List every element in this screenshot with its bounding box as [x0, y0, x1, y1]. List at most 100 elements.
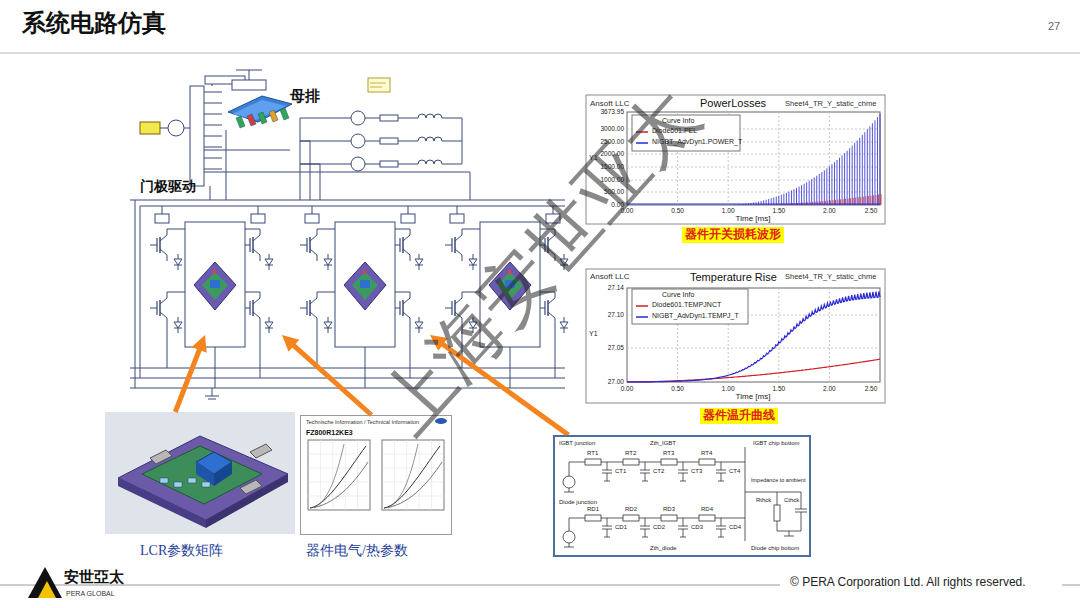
node-text: LCR参数矩阵 — [140, 543, 223, 559]
resistor-symbol — [699, 459, 715, 465]
curve — [864, 132, 865, 205]
curve — [880, 114, 881, 205]
curve — [793, 189, 794, 205]
igbt-symbol — [317, 255, 318, 261]
wire — [167, 324, 168, 368]
curve — [847, 151, 848, 205]
wire — [245, 229, 260, 230]
wire — [419, 254, 420, 259]
busbar-image — [280, 108, 289, 120]
arrow-head — [282, 335, 299, 352]
axis-tick: 27.14 — [608, 284, 624, 291]
axis-tick: 0.50 — [671, 207, 684, 214]
igbt-symbol — [410, 292, 411, 298]
curve — [821, 172, 822, 205]
grid-line — [308, 468, 370, 469]
wire — [204, 172, 470, 173]
node-text: 器件电气/热参数 — [306, 543, 408, 559]
chip — [202, 482, 210, 487]
wire — [328, 317, 329, 322]
module-block — [335, 222, 395, 347]
wire — [160, 128, 168, 129]
network-wire — [683, 473, 684, 481]
wire — [204, 125, 222, 126]
curve — [627, 204, 880, 205]
wire — [212, 388, 213, 396]
inductor-symbol — [418, 137, 442, 141]
igbt-symbol — [300, 308, 307, 309]
wire — [204, 150, 290, 151]
node-text: CD3 — [691, 524, 703, 531]
wire — [162, 206, 163, 214]
wire — [140, 206, 141, 378]
curve — [819, 174, 820, 205]
diode-symbol — [174, 259, 182, 265]
curve — [869, 126, 870, 205]
wire — [473, 265, 474, 270]
grid-line — [627, 348, 880, 349]
wire — [178, 265, 179, 270]
axis-tick: Time [ms] — [736, 214, 771, 223]
network-wire — [718, 481, 724, 482]
curve — [878, 194, 879, 205]
grid-line — [308, 482, 370, 483]
curve — [627, 291, 880, 382]
wire — [398, 118, 418, 119]
node-text: Rthck — [756, 497, 771, 504]
resistor-symbol — [699, 515, 715, 521]
wire — [210, 186, 211, 200]
grid-line — [431, 440, 432, 510]
curve — [804, 184, 805, 205]
network-wire — [745, 447, 746, 518]
module-picture — [118, 436, 288, 520]
label: PERA GLOBAL — [66, 590, 115, 598]
network-wire — [564, 547, 574, 548]
curve — [811, 179, 812, 205]
curve — [627, 359, 880, 382]
axis-tick: 27.05 — [608, 344, 624, 351]
terminal — [250, 444, 272, 458]
module-picture — [214, 462, 232, 486]
curve — [744, 204, 745, 205]
curve — [872, 123, 873, 205]
curve — [801, 185, 802, 205]
module-image — [213, 270, 216, 274]
wire — [320, 164, 321, 200]
curve — [725, 204, 726, 205]
wire — [462, 229, 480, 230]
grid-line — [382, 468, 444, 469]
grid-line — [829, 112, 830, 205]
network-wire — [801, 492, 802, 509]
control-block — [190, 86, 204, 186]
curve — [799, 187, 800, 205]
figure-panel: Zth_IGBTIGBT junctionDiode junctionZth_d… — [553, 435, 811, 557]
network-wire — [607, 518, 608, 526]
node-text: RD1 — [587, 506, 599, 513]
wire — [398, 141, 418, 142]
wire — [204, 158, 222, 159]
wire — [564, 328, 565, 333]
node-text: Diode junction — [559, 499, 597, 506]
wire — [204, 114, 222, 115]
wire — [204, 147, 222, 148]
igbt-symbol — [462, 255, 463, 261]
wire — [328, 254, 329, 259]
node-text: RT3 — [663, 450, 674, 457]
igbt-symbol — [455, 235, 462, 241]
wire — [205, 396, 219, 397]
network-wire — [607, 473, 608, 481]
curve — [852, 146, 853, 205]
node-text: RT4 — [701, 450, 712, 457]
network-wire — [569, 518, 570, 531]
curve — [839, 158, 840, 205]
node-text: 门极驱动 — [140, 178, 196, 194]
wire — [442, 164, 462, 165]
igbt-symbol — [260, 229, 261, 235]
axis-tick: 1.50 — [772, 385, 785, 392]
igbt-symbol — [403, 298, 410, 304]
network-wire — [745, 492, 801, 493]
network-wire — [642, 537, 648, 538]
module-picture — [105, 412, 295, 534]
node-text: CT3 — [691, 468, 702, 475]
node-text: RD3 — [663, 506, 675, 513]
